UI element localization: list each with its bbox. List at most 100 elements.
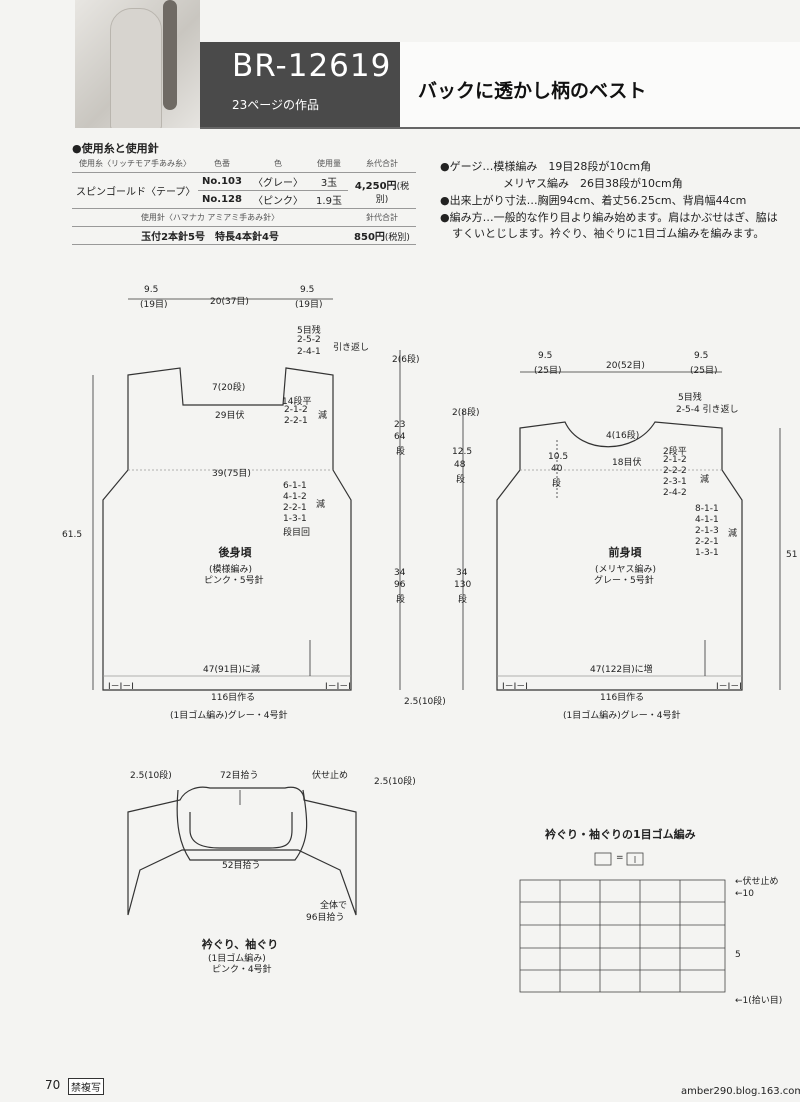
- qty-1: 3玉: [310, 172, 348, 191]
- back-arm-3: 2-2-1: [283, 503, 307, 513]
- chart-row-5: 5: [735, 950, 741, 960]
- back-dim-left-st: (19目): [140, 300, 168, 310]
- color-no-2: No.128: [198, 190, 246, 209]
- yarn-name: スピンゴールド〈テープ〉: [72, 172, 198, 209]
- code-box: [200, 42, 400, 128]
- method-line-1: ●編み方…一般的な作り目より編み始めます。肩はかぶせはぎ、脇は: [440, 211, 778, 224]
- center-v5-rows: 96: [394, 580, 406, 590]
- page-number: 70: [45, 1078, 61, 1092]
- needles: 玉付2本針5号 特長4本針4号: [72, 226, 348, 245]
- front-arm-2: 4-1-1: [695, 515, 719, 525]
- back-arm-2: 4-1-2: [283, 492, 307, 502]
- collar-yarn: ピンク・4号針: [212, 965, 272, 975]
- back-neck-1: 14段平: [282, 397, 312, 407]
- front-stitch: (メリヤス編み): [595, 565, 657, 575]
- back-dim-right-st: (19目): [295, 300, 323, 310]
- back-dim-center: 20(37目): [210, 297, 249, 307]
- front-rib: (1目ゴム編み)グレー・4号針: [563, 711, 681, 721]
- collar-outline: [127, 786, 357, 916]
- front-shoulder-1: 5目残: [678, 393, 702, 403]
- finished-size: ●出来上がり寸法…胸囲94cm、着丈56.25cm、背肩幅44cm: [440, 194, 747, 207]
- color-1: 〈グレー〉: [246, 172, 310, 191]
- center-v5-unit: 段: [396, 595, 406, 605]
- center-v3: 2(8段): [452, 408, 480, 418]
- center-v4: 12.5: [452, 447, 473, 457]
- front-side-h: 10.5: [548, 452, 569, 462]
- front-neck-4: 2-3-1: [663, 477, 687, 487]
- blog-watermark: amber290.blog.163.com: [681, 1086, 800, 1097]
- front-neck-dec: 減: [700, 475, 710, 485]
- pattern-code: BR-12619: [232, 48, 392, 84]
- yarn-header: 使用糸〈リッチモア手あみ糸〉: [72, 155, 198, 173]
- front-arm-5: 1-3-1: [695, 548, 719, 558]
- collar-total-2: 96目拾う: [306, 913, 345, 923]
- needle-cost-header: 針代合計: [348, 208, 416, 227]
- front-arm-3: 2-1-3: [695, 526, 719, 536]
- front-hem: 47(122目)に増: [590, 665, 653, 675]
- needle-tax-note: (税別): [384, 233, 410, 243]
- front-rib-mark-l: I－I－I: [502, 682, 528, 692]
- front-dim-left: 9.5: [538, 351, 553, 361]
- back-neck-2: 2-1-2: [284, 405, 308, 415]
- front-side-unit: 段: [552, 479, 562, 489]
- center-v5: 34: [394, 568, 406, 578]
- back-neck-dec: 減: [318, 411, 328, 421]
- needle-cost: 850円(税別): [348, 226, 416, 245]
- materials-table: 使用糸〈リッチモア手あみ糸〉 色番 色 使用量 糸代合計 スピンゴールド〈テープ…: [72, 155, 416, 245]
- center-v6: 34: [456, 568, 468, 578]
- back-height: 61.5: [62, 530, 83, 540]
- color-2: 〈ピンク〉: [246, 190, 310, 209]
- back-arm-1: 6-1-1: [283, 481, 307, 491]
- legend-equals: =: [616, 853, 624, 863]
- model-photo: [75, 0, 200, 128]
- collar-name: 衿ぐり、袖ぐり: [201, 938, 279, 951]
- back-neck-bindoff: 29目伏: [215, 411, 245, 421]
- front-dim-left-st: (25目): [534, 366, 562, 376]
- legend-purl-box: [626, 852, 644, 866]
- front-dim-center: 20(52目): [606, 361, 645, 371]
- chart-row-1: ←1(拾い目): [735, 996, 783, 1006]
- gauge-line-2: メリヤス編み 26目38段が10cm角: [503, 177, 683, 190]
- collar-pickup: 72目拾う: [220, 771, 259, 781]
- title-divider: [200, 127, 800, 129]
- yarn-total: 4,250円: [354, 180, 397, 192]
- front-outline: [496, 421, 743, 691]
- yarn-cost: 4,250円(税別): [348, 172, 416, 209]
- front-arm-1: 8-1-1: [695, 504, 719, 514]
- front-neck-height: 4(16段): [606, 431, 640, 441]
- center-v2: 23: [394, 420, 406, 430]
- center-v4-rows: 48: [454, 460, 466, 470]
- front-dim-right: 9.5: [694, 351, 709, 361]
- method-line-2: すくいとじします。衿ぐり、袖ぐりに1目ゴム編みを編みます。: [452, 227, 765, 240]
- tax-note: (税別): [375, 181, 410, 205]
- back-neck-3: 2-2-1: [284, 416, 308, 426]
- back-shoulder-1: 5目残: [297, 326, 321, 336]
- front-neck-3: 2-2-2: [663, 466, 687, 476]
- collar-inner: [189, 812, 293, 849]
- collar-total-1: 全体で: [320, 901, 348, 911]
- back-stitch: (模様編み): [209, 565, 253, 575]
- back-neck-height: 7(20段): [212, 383, 246, 393]
- front-shoulder-2: 2-5-4 引き返し: [676, 405, 739, 415]
- front-arm-dec: 減: [728, 529, 738, 539]
- center-v2-rows: 64: [394, 432, 406, 442]
- color-no-1: No.103: [198, 172, 246, 191]
- materials-heading: ●使用糸と使用針: [72, 142, 159, 155]
- back-shoulder-3: 2-4-1: [297, 347, 321, 357]
- back-hem: 47(91目)に減: [203, 665, 260, 675]
- back-dim-left: 9.5: [144, 285, 159, 295]
- chart-row-10: ←10: [735, 889, 754, 899]
- front-neck-1: 2段平: [663, 447, 687, 457]
- collar-stitch: (1目ゴム編み): [208, 954, 266, 964]
- center-v4-unit: 段: [456, 475, 466, 485]
- qty-header: 使用量: [310, 155, 348, 173]
- model-figure: [110, 8, 162, 128]
- center-bottom: 2.5(10段): [404, 697, 446, 707]
- copy-prohibited-badge: 禁複写: [68, 1078, 104, 1095]
- back-rib-mark-r: I－I－I: [325, 682, 351, 692]
- back-rib: (1目ゴム編み)グレー・4号針: [170, 711, 288, 721]
- collar-bindoff: 伏せ止め: [312, 771, 349, 781]
- title-bar: [400, 42, 800, 128]
- collar-l4: 2.5(10段): [374, 777, 416, 787]
